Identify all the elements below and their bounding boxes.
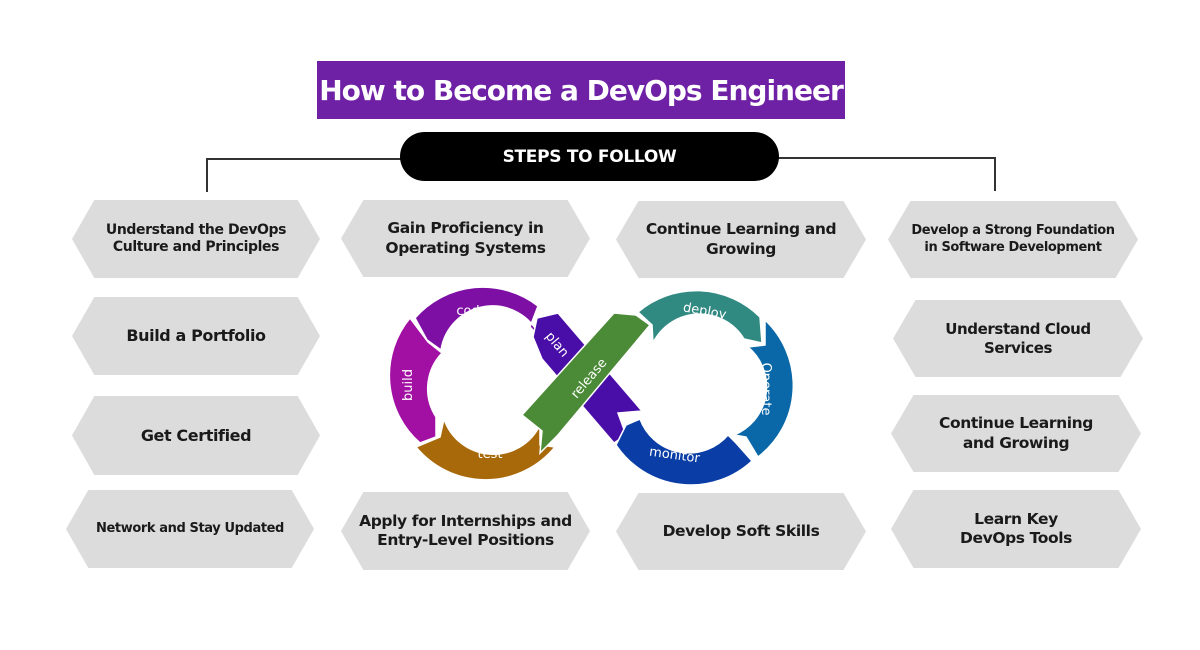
- step-get-certified: Get Certified: [72, 396, 320, 475]
- step-label: Develop Soft Skills: [662, 521, 820, 540]
- step-network-stay-updated: Network and Stay Updated: [66, 490, 314, 568]
- stage-monitor-label: monitor: [648, 445, 701, 467]
- step-label: Understand the DevOps Culture and Princi…: [105, 221, 287, 256]
- stage-build-label: build: [401, 369, 416, 401]
- step-label: Get Certified: [140, 425, 252, 445]
- step-build-portfolio: Build a Portfolio: [72, 297, 320, 375]
- stage-release-segment: [520, 312, 652, 455]
- steps-to-follow-pill: STEPS TO FOLLOW: [400, 132, 779, 181]
- step-software-foundation: Develop a Strong Foundation in Software …: [888, 201, 1138, 278]
- connector-left-horizontal: [206, 158, 402, 160]
- stage-build-segment: [388, 316, 444, 444]
- step-label: Build a Portfolio: [126, 326, 266, 345]
- step-label: Network and Stay Updated: [96, 520, 284, 536]
- step-gain-proficiency-os: Gain Proficiency in Operating Systems: [341, 200, 590, 277]
- stage-deploy-segment: [636, 289, 763, 346]
- step-label: Understand Cloud Services: [945, 319, 1091, 357]
- step-label: Learn Key DevOps Tools: [960, 509, 1072, 547]
- step-learn-devops-tools: Learn Key DevOps Tools: [891, 490, 1141, 568]
- step-label: Continue Learning and Growing: [645, 220, 837, 258]
- connector-left-vertical: [206, 158, 208, 192]
- page-title: How to Become a DevOps Engineer: [319, 73, 844, 107]
- devops-infinity-loop: code build test plan release deploy Oper…: [388, 286, 794, 485]
- stage-test-label: test: [478, 447, 503, 462]
- step-understand-cloud: Understand Cloud Services: [893, 300, 1143, 377]
- stage-monitor-segment: [615, 418, 754, 485]
- step-continue-learning-growing-2: Continue Learning and Growing: [891, 395, 1141, 472]
- title-banner: How to Become a DevOps Engineer: [317, 61, 845, 119]
- stage-operate-segment: [731, 318, 794, 459]
- step-label: Gain Proficiency in Operating Systems: [385, 219, 546, 257]
- step-label: Develop a Strong Foundation in Software …: [911, 223, 1115, 255]
- connector-right-vertical: [994, 157, 996, 191]
- steps-subtitle: STEPS TO FOLLOW: [502, 146, 677, 167]
- step-label: Apply for Internships and Entry-Level Po…: [359, 511, 572, 549]
- stage-operate-label: Operate: [758, 363, 773, 416]
- step-develop-soft-skills: Develop Soft Skills: [616, 493, 866, 570]
- step-understand-devops-culture: Understand the DevOps Culture and Princi…: [72, 200, 320, 278]
- stage-code-label: code: [456, 304, 487, 319]
- step-apply-internships: Apply for Internships and Entry-Level Po…: [341, 492, 590, 570]
- step-continue-learning-growing: Continue Learning and Growing: [616, 201, 866, 278]
- connector-right-horizontal: [777, 157, 995, 159]
- step-label: Continue Learning and Growing: [939, 414, 1093, 452]
